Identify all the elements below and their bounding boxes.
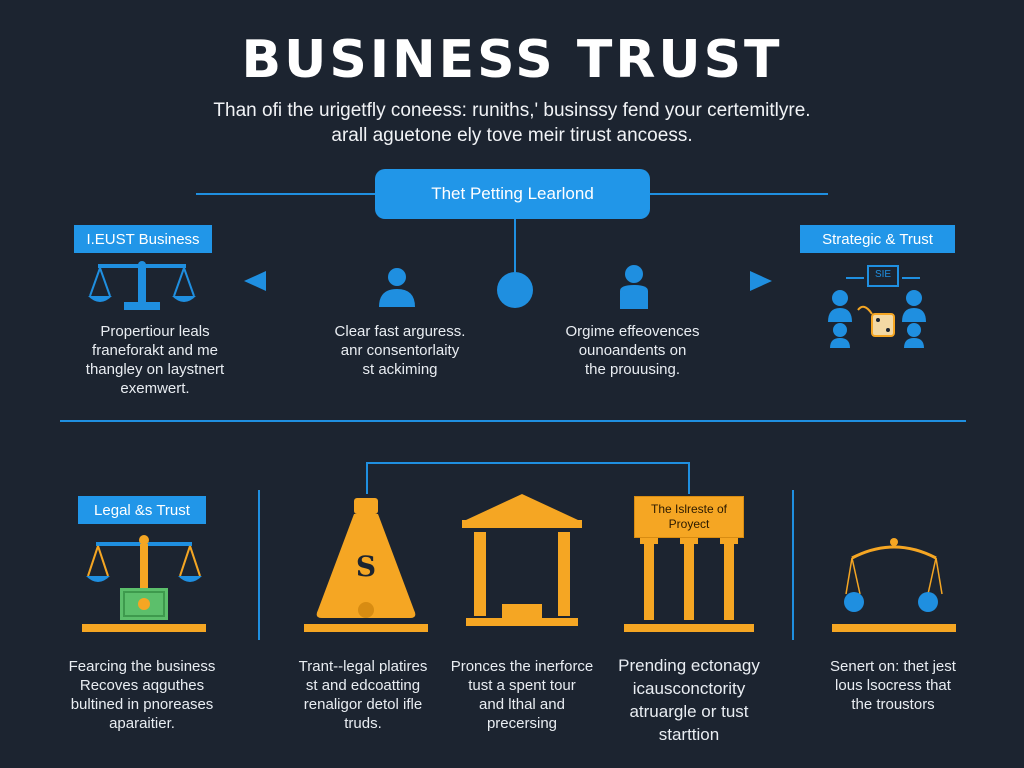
connector-line — [514, 219, 516, 274]
connector-line — [366, 462, 690, 464]
description-line: and lthal and — [479, 696, 565, 713]
person-icon — [620, 265, 648, 309]
description-line: atruargle or tust — [629, 702, 749, 721]
section-divider — [60, 420, 966, 422]
connector-line — [196, 193, 376, 195]
columns-icon — [624, 538, 754, 632]
description-top-left: Propertiour leals franeforakt and me tha… — [60, 322, 250, 398]
subtitle-line: arall aguetone ely tove meir tirust anco… — [331, 125, 693, 146]
description-line: renaligor detol ifle — [303, 696, 423, 713]
center-node: Thet Petting Learlond — [375, 169, 650, 219]
team-diagram: SIE — [828, 258, 938, 348]
balance-icon — [832, 538, 956, 632]
page-subtitle: Than ofi the urigetfly coneess: runiths,… — [0, 98, 1024, 148]
description-line: Pronces the inerforce — [450, 658, 594, 675]
banner-line: The Islreste of — [650, 502, 728, 516]
description-line: ounoandents on — [578, 342, 687, 359]
description-line: thangley on laystnert — [85, 361, 225, 378]
description-line: bultined in pnoreases — [70, 696, 214, 713]
description-line: Propertiour leals — [100, 323, 210, 340]
description-line: truds. — [344, 715, 382, 732]
description-line: the troustors — [851, 696, 935, 713]
project-banner: The Islreste of Proyect — [634, 496, 744, 538]
description-top-mid-left: Clear fast arguress. anr consentorlaity … — [310, 322, 490, 379]
dollar-glyph: S — [355, 550, 377, 583]
description-bottom-col2: Trant--legal platires st and edcoatting … — [278, 657, 448, 733]
description-line: precersing — [486, 715, 558, 732]
tag-legal-trust: Legal &s Trust — [78, 496, 206, 524]
description-line: st ackiming — [362, 361, 438, 378]
connector-line — [688, 462, 690, 494]
description-bottom-col3: Pronces the inerforce tust a spent tour … — [440, 657, 604, 733]
description-line: Fearcing the business — [68, 658, 216, 675]
money-bag: S — [314, 498, 418, 624]
description-line: Trant--legal platires — [298, 658, 428, 675]
description-bottom-col4: Prending ectonagy icausconctority atruar… — [600, 654, 778, 746]
scales-icon — [88, 261, 196, 310]
banner-line: Proyect — [668, 517, 710, 531]
description-line: anr consentorlaity — [340, 342, 460, 359]
description-top-mid-right: Orgime effeovences ounoandents on the pr… — [540, 322, 725, 379]
scales-money-icon — [82, 535, 206, 632]
tag-strategic-trust: Strategic & Trust — [800, 225, 955, 253]
description-line: franeforakt and me — [92, 342, 218, 359]
description-line: starttion — [658, 725, 720, 744]
temple-icon — [462, 494, 582, 626]
base-bar — [304, 624, 428, 632]
tag-trust-business: I.EUST Business — [74, 225, 212, 253]
description-line: aparaitier. — [109, 715, 175, 732]
description-line: exemwert. — [120, 380, 190, 397]
money-bag-icon — [316, 498, 416, 618]
description-line: icausconctority — [632, 679, 746, 698]
connector-line — [650, 193, 828, 195]
description-line: the prouusing. — [584, 361, 681, 378]
description-line: Recoves aqguthes — [79, 677, 205, 694]
person-icon — [379, 268, 415, 307]
hub-circle — [497, 272, 533, 308]
description-line: Orgime effeovences — [565, 323, 700, 340]
column-divider — [792, 490, 794, 640]
team-icon-label: SIE — [874, 269, 892, 280]
team-icon — [828, 265, 926, 348]
description-line: Clear fast arguress. — [334, 323, 466, 340]
page-title: BUSINESS TRUST — [241, 30, 783, 90]
description-bottom-left: Fearcing the business Recoves aqguthes b… — [52, 657, 232, 733]
description-bottom-right: Senert on: thet jest lous lsocress that … — [808, 657, 978, 714]
subtitle-line: Than ofi the urigetfly coneess: runiths,… — [213, 100, 811, 121]
description-line: tust a spent tour — [468, 677, 576, 694]
description-line: lous lsocress that — [835, 677, 951, 694]
connector-line — [366, 462, 368, 494]
column-divider — [258, 490, 260, 640]
description-line: Senert on: thet jest — [830, 658, 956, 675]
arrow-right-icon — [750, 271, 772, 291]
description-line: st and edcoatting — [305, 677, 421, 694]
arrow-left-icon — [244, 271, 266, 291]
description-line: Prending ectonagy — [618, 656, 760, 675]
